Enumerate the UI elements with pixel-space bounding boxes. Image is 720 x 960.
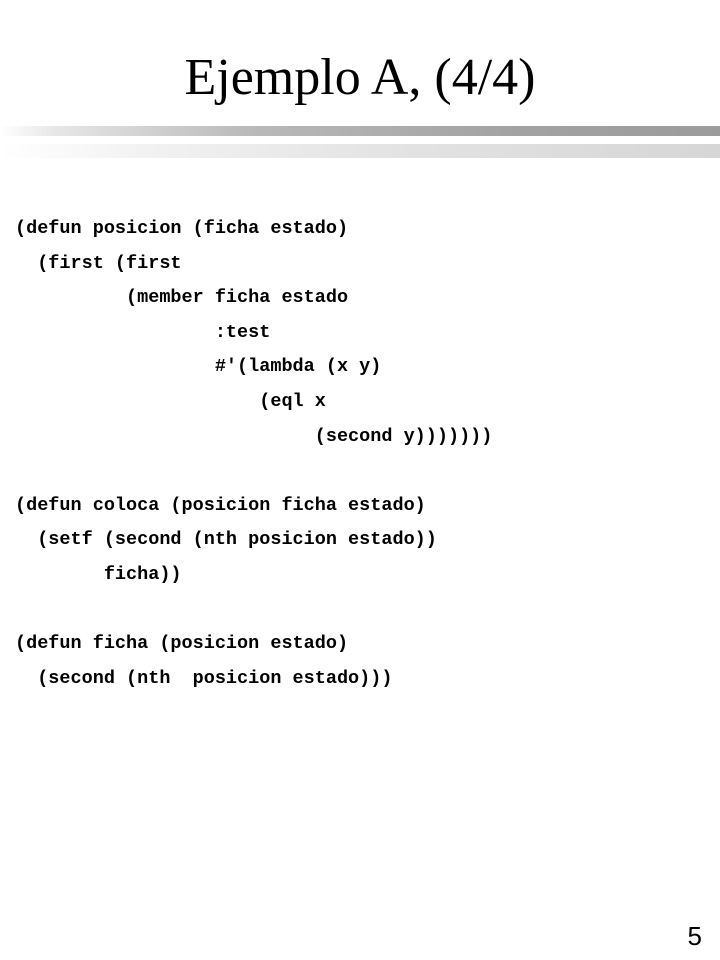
code-line: (defun ficha (posicion estado) <box>15 633 349 655</box>
code-block: (defun posicion (ficha estado) (first (f… <box>15 212 492 696</box>
code-line: (member ficha estado <box>15 287 349 309</box>
code-line: (second (nth posicion estado))) <box>15 667 393 689</box>
code-line: (defun coloca (posicion ficha estado) <box>15 494 426 516</box>
code-line: #'(lambda (x y) <box>15 356 382 378</box>
code-line: :test <box>15 321 271 343</box>
code-line: (first (first <box>15 252 182 274</box>
code-line: ficha)) <box>15 563 182 585</box>
code-line: (setf (second (nth posicion estado)) <box>15 529 437 551</box>
code-line: (second y))))))) <box>15 425 493 447</box>
code-line: (eql x <box>15 390 326 412</box>
slide-title: Ejemplo A, (4/4) <box>184 49 536 106</box>
code-line <box>15 454 492 489</box>
code-line: (defun posicion (ficha estado) <box>15 218 349 239</box>
title-divider-dark <box>0 126 720 136</box>
title-divider-light <box>0 144 720 158</box>
page-number: 5 <box>687 921 702 951</box>
code-line <box>15 593 492 628</box>
